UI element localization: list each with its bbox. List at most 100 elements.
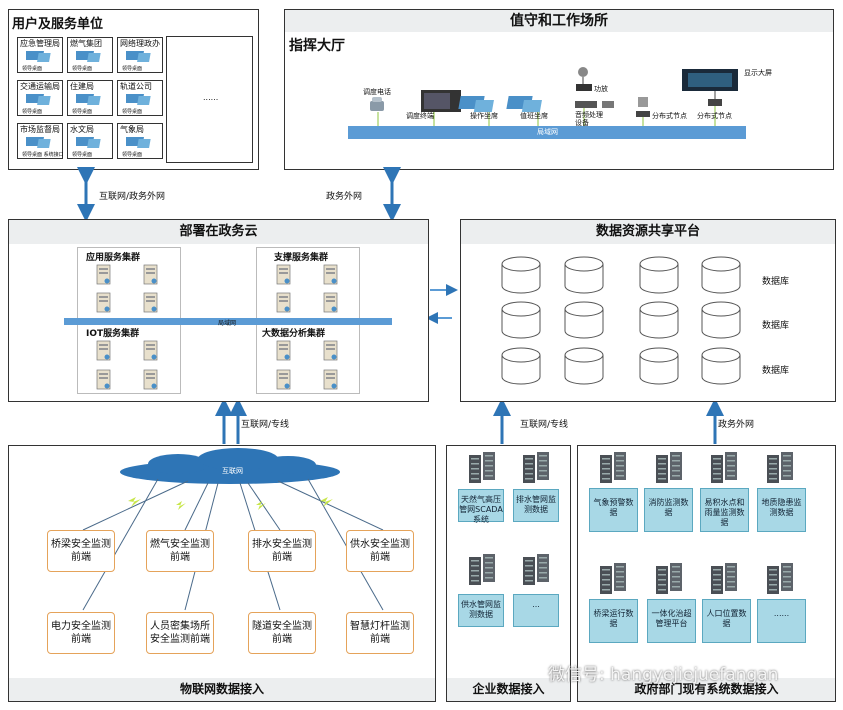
workstation-icon	[124, 137, 152, 148]
database-icon	[501, 347, 541, 385]
rack-server-icon	[600, 452, 626, 483]
rack-server-icon	[767, 452, 793, 483]
cluster-bigdata-title: 大数据分析集群	[262, 329, 326, 339]
hall-title: 指挥大厅	[289, 38, 345, 54]
server-icon	[96, 264, 111, 285]
db-label-3: 数据库	[762, 366, 790, 376]
gov-data-label: 一体化治超管理平台	[651, 609, 692, 628]
gov-data-label: 消防监测数据	[648, 498, 689, 517]
enterprise-data-label: ...	[532, 600, 540, 609]
server-icon	[276, 340, 291, 361]
unit-name: 市场监督局	[20, 125, 60, 134]
rack-server-icon	[600, 563, 626, 594]
iot-monitor-node: 排水安全监测前端	[248, 530, 316, 572]
gov-data-box: 易积水点和雨量监测数据	[700, 488, 749, 532]
gov-data-label: 桥梁运行数据	[593, 609, 634, 628]
unit-name: 水文局	[70, 125, 94, 134]
workstation-icon	[74, 51, 102, 62]
unit-box: 气象局领导桌面	[117, 123, 163, 159]
unit-name: 住建局	[70, 82, 94, 91]
unit-sub: 领导桌面	[72, 109, 93, 115]
operator-seat-icon	[458, 96, 494, 126]
enterprise-data-label: 天然气高压管网SCADA系统	[459, 495, 503, 524]
unit-box: 网络理政办领导桌面	[117, 37, 163, 73]
unit-name: 交通运输局	[20, 82, 60, 91]
users-title: 用户及服务单位	[12, 17, 104, 32]
gov-data-label: ......	[773, 609, 790, 618]
iot-node-label: 隧道安全监测前端	[252, 621, 312, 645]
iot-monitor-node: 隧道安全监测前端	[248, 612, 316, 654]
duty-devices-svg	[348, 67, 746, 139]
workstation-icon	[124, 94, 152, 105]
distributed-node-icon	[636, 97, 650, 126]
enterprise-title: 企业数据接入	[447, 678, 570, 701]
cloud-title: 部署在政务云	[9, 220, 428, 244]
unit-box: 交通运输局领导桌面	[17, 80, 63, 116]
duty-title: 值守和工作场所	[285, 10, 833, 32]
iot-node-label: 供水安全监测前端	[350, 539, 410, 563]
rack-server-icon	[469, 452, 495, 483]
amplifier-icon	[576, 67, 592, 91]
cloud-lan-label: 局域网	[218, 320, 237, 327]
server-icon	[276, 264, 291, 285]
workstation-icon	[24, 94, 52, 105]
enterprise-data-box: 排水管网监测数据	[513, 489, 559, 522]
unit-box: 水文局领导桌面	[67, 123, 113, 159]
server-icon	[323, 264, 338, 285]
unit-sub: 领导桌面	[72, 66, 93, 72]
gov-data-box: 地质隐患监测数据	[757, 488, 806, 532]
gov-data-box: 桥梁运行数据	[589, 599, 638, 643]
lightning-icons	[128, 497, 333, 510]
duty-lan-label: 局域网	[537, 128, 558, 136]
duty-seat-icon	[506, 96, 542, 126]
server-icon	[143, 292, 158, 313]
link-gov-extranet: 政务外网	[326, 192, 363, 202]
enterprise-data-box: 供水管网监测数据	[458, 594, 504, 627]
server-icon	[143, 340, 158, 361]
unit-sub: 领导桌面	[22, 109, 43, 115]
iot-monitor-node: 燃气安全监测前端	[146, 530, 214, 572]
iot-node-label: 人员密集场所安全监测前端	[150, 621, 210, 645]
gov-data-label: 易积水点和雨量监测数据	[704, 498, 745, 527]
share-title: 数据资源共享平台	[461, 220, 835, 244]
workstation-icon	[74, 94, 102, 105]
database-icon	[639, 256, 679, 294]
duty-device-label: 分布式节点	[652, 112, 687, 120]
unit-box: 市场监督局领导桌面 系统接口	[17, 123, 64, 159]
database-icon	[701, 256, 741, 294]
iot-node-label: 智慧灯杆监测前端	[350, 621, 410, 645]
cluster-iot-title: IOT服务集群	[86, 329, 140, 339]
unit-sub: 领导桌面	[72, 152, 93, 158]
cluster-app-title: 应用服务集群	[86, 253, 141, 263]
unit-sub: 领导桌面	[122, 66, 143, 72]
unit-name: 燃气集团	[70, 39, 102, 48]
enterprise-data-label: 排水管网监测数据	[516, 495, 556, 514]
server-icon	[96, 292, 111, 313]
server-icon	[96, 369, 111, 390]
rack-server-icon	[523, 452, 549, 483]
rack-server-icon	[767, 563, 793, 594]
display-screen-icon	[682, 69, 738, 126]
duty-device-label: 调度终端	[406, 112, 434, 120]
rack-server-icon	[711, 452, 737, 483]
unit-sub: 领导桌面	[122, 152, 143, 158]
gov-data-box: 气象预警数据	[589, 488, 638, 532]
rack-server-icon	[711, 563, 737, 594]
server-icon	[276, 292, 291, 313]
users-ellipsis: ......	[203, 93, 219, 102]
iot-monitor-node: 桥梁安全监测前端	[47, 530, 115, 572]
server-icon	[323, 292, 338, 313]
link-internet-dedicated-2: 互联网/专线	[520, 420, 569, 430]
gov-data-box: ......	[757, 599, 806, 643]
duty-device-label: 功放	[594, 85, 608, 93]
unit-name: 应急管理局	[20, 39, 60, 48]
server-icon	[96, 340, 111, 361]
enterprise-panel: 企业数据接入	[446, 445, 571, 702]
enterprise-data-box: ...	[513, 594, 559, 627]
workstation-icon	[124, 51, 152, 62]
iot-title: 物联网数据接入	[9, 678, 435, 701]
gov-data-box: 消防监测数据	[644, 488, 693, 532]
gov-data-label: 气象预警数据	[593, 498, 634, 517]
